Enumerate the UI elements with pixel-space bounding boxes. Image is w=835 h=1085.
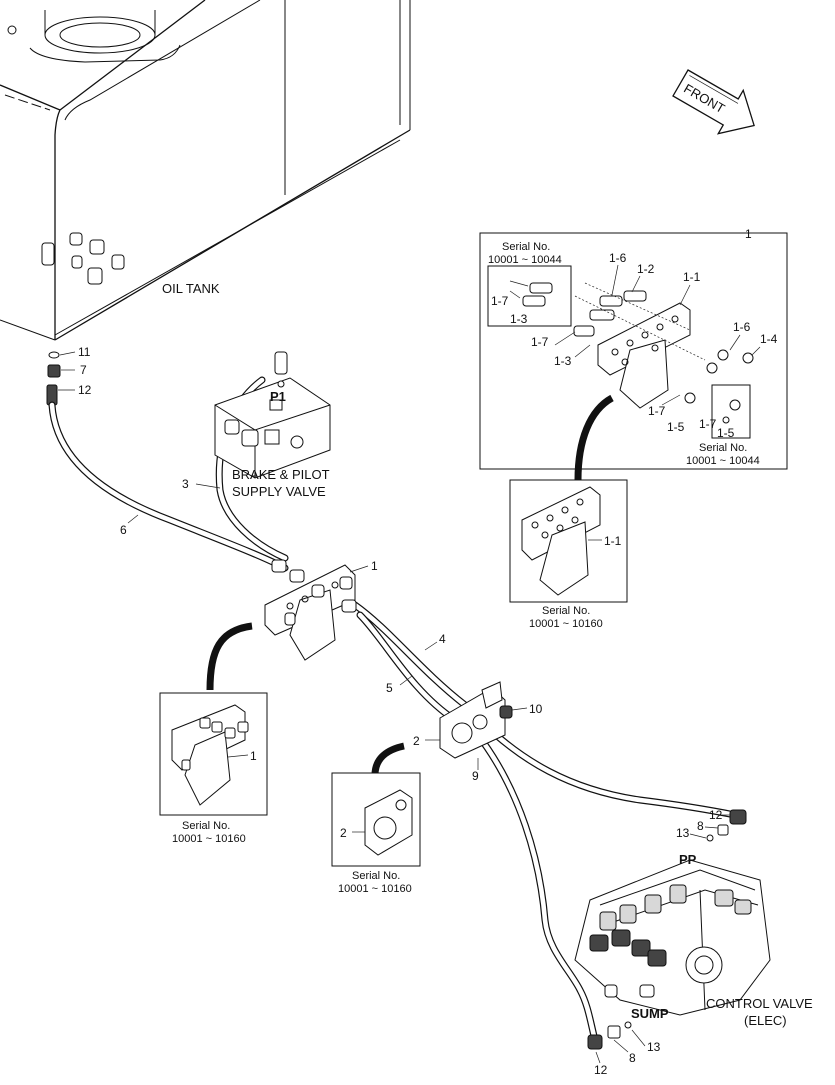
label-1-7-a: 1-7 bbox=[491, 294, 509, 308]
control-valve: PP SUMP CONTROL VALVE (ELEC) bbox=[574, 852, 813, 1028]
callout-11: 11 bbox=[78, 345, 91, 359]
port-sump-label: SUMP bbox=[631, 1006, 669, 1021]
detail-bracket-right: 1-1 Serial No. 10001 ~ 10160 bbox=[509, 479, 628, 630]
detail-left-callout: 1 bbox=[250, 749, 257, 763]
detail-right-callout: 1-1 bbox=[604, 534, 622, 548]
label-1-6-a: 1-6 bbox=[609, 251, 627, 265]
control-valve-label-2: (ELEC) bbox=[744, 1013, 787, 1028]
control-valve-label-1: CONTROL VALVE bbox=[706, 996, 813, 1011]
callout-7: 7 bbox=[80, 363, 87, 377]
pp-fittings: 12 8 13 bbox=[676, 808, 747, 842]
label-1-3-a: 1-3 bbox=[510, 312, 528, 326]
detail-bracket-left: 1 Serial No. 10001 ~ 10160 bbox=[159, 692, 268, 845]
detail-plate: 2 Serial No. 10001 ~ 10160 bbox=[331, 772, 421, 895]
brake-pilot-supply-valve: P1 BRAKE & PILOT SUPPLY VALVE 3 6 bbox=[120, 351, 331, 537]
port-pp-label: PP bbox=[679, 852, 697, 867]
detail-right-serial-2: 10001 ~ 10160 bbox=[529, 618, 603, 630]
label-1-6-b: 1-6 bbox=[733, 320, 751, 334]
callout-12-sump: 12 bbox=[594, 1063, 608, 1077]
serial-left-1: Serial No. bbox=[502, 241, 550, 253]
label-1-4: 1-4 bbox=[760, 332, 778, 346]
callout-5: 5 bbox=[386, 681, 393, 695]
label-1-7-b: 1-7 bbox=[531, 335, 549, 349]
sump-fittings: 13 8 12 bbox=[587, 1021, 661, 1077]
label-1-7-c: 1-7 bbox=[648, 404, 666, 418]
callout-4: 4 bbox=[439, 632, 446, 646]
label-1-1: 1-1 bbox=[683, 270, 701, 284]
label-1-5-b: 1-5 bbox=[717, 426, 735, 440]
detail-plate-serial-2: 10001 ~ 10160 bbox=[338, 883, 412, 895]
callout-8-sump: 8 bbox=[629, 1051, 636, 1065]
detail-right-serial-1: Serial No. bbox=[542, 605, 590, 617]
brake-valve-label-2: SUPPLY VALVE bbox=[232, 484, 326, 499]
callout-13-pp: 13 bbox=[676, 826, 690, 840]
label-1-5-a: 1-5 bbox=[667, 420, 685, 434]
support-plate: 10 2 9 bbox=[371, 681, 543, 783]
detail-main-assembly: 1 Serial No. 10001 ~ 10044 bbox=[479, 227, 788, 481]
manifold-bracket: 1 bbox=[206, 559, 378, 691]
callout-10: 10 bbox=[529, 702, 543, 716]
callout-9: 9 bbox=[472, 769, 479, 783]
serial-right-2: 10001 ~ 10044 bbox=[686, 455, 760, 467]
tank-port-fittings bbox=[41, 232, 125, 285]
front-arrow: FRONT bbox=[672, 69, 755, 135]
front-label: FRONT bbox=[681, 81, 727, 116]
callout-12: 12 bbox=[78, 383, 92, 397]
label-1-3-b: 1-3 bbox=[554, 354, 572, 368]
callout-1: 1 bbox=[371, 559, 378, 573]
port-p1-label: P1 bbox=[270, 389, 286, 404]
detail-plate-serial-1: Serial No. bbox=[352, 870, 400, 882]
callout-6: 6 bbox=[120, 523, 127, 537]
serial-right-1: Serial No. bbox=[699, 442, 747, 454]
detail-main-callout: 1 bbox=[745, 227, 752, 241]
detail-left-serial-1: Serial No. bbox=[182, 820, 230, 832]
callout-13-sump: 13 bbox=[647, 1040, 661, 1054]
label-1-2: 1-2 bbox=[637, 262, 655, 276]
detail-plate-callout: 2 bbox=[340, 826, 347, 840]
callout-3: 3 bbox=[182, 477, 189, 491]
tank-outlet-fittings: 11 7 12 bbox=[46, 345, 92, 406]
callout-2: 2 bbox=[413, 734, 420, 748]
brake-valve-label-1: BRAKE & PILOT bbox=[232, 467, 330, 482]
label-1-7-d: 1-7 bbox=[699, 417, 717, 431]
callout-8-pp: 8 bbox=[697, 819, 704, 833]
detail-left-serial-2: 10001 ~ 10160 bbox=[172, 833, 246, 845]
oil-tank: OIL TANK bbox=[0, 0, 411, 341]
callout-12-pp: 12 bbox=[709, 808, 723, 822]
serial-left-2: 10001 ~ 10044 bbox=[488, 254, 562, 266]
oil-tank-label: OIL TANK bbox=[162, 281, 220, 296]
